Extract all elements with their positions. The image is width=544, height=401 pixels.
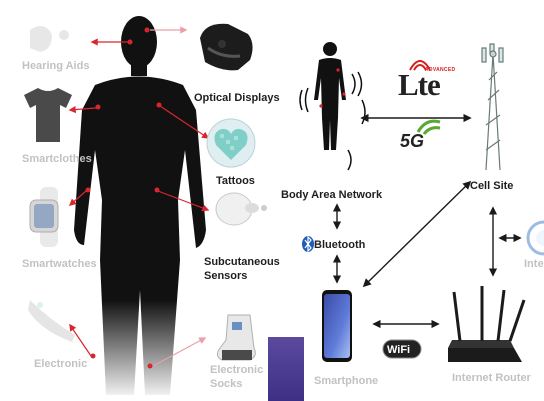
smartwatch-icon: [29, 187, 59, 247]
optical-display-icon: [200, 23, 253, 71]
body-area-network-figure: [299, 42, 366, 171]
label-subcutaneous-line1: Subcutaneous: [204, 256, 280, 268]
label-smartclothes: Smartclothes: [22, 153, 92, 165]
wifi-badge-icon: [382, 339, 422, 359]
label-electronic-socks-line1: Electronic: [210, 364, 264, 376]
lte-wave-icon: [409, 60, 431, 71]
five-g-logo: 5G: [400, 131, 425, 151]
label-body-area-network: Body Area Network: [281, 189, 383, 201]
label-smartphone: Smartphone: [314, 375, 379, 387]
electronic-footwear-icon: [28, 300, 75, 342]
label-smartwatches: Smartwatches: [22, 258, 97, 270]
hearing-aid-icon: [30, 26, 69, 52]
smartphone-icon: [322, 290, 352, 362]
purple-overlay-block: [268, 337, 304, 401]
label-internet-router: Internet Router: [452, 372, 531, 384]
internet-icon: [526, 220, 544, 256]
cell-tower-icon: [481, 43, 504, 171]
label-electronic-socks-line2: Socks: [210, 378, 243, 390]
label-internet-partial: Inte: [524, 258, 544, 270]
lte-logo: Lte: [398, 67, 441, 102]
smartclothes-icon: [24, 88, 72, 142]
lte-advanced-label: ADVANCED: [425, 67, 456, 73]
electronic-sock-icon: [216, 314, 256, 361]
sensor-points: [85, 27, 162, 369]
internet-router-icon: [448, 286, 526, 362]
subcutaneous-sensor-icon: [215, 192, 267, 226]
wifi-label: WiFi: [387, 344, 411, 356]
label-tattoos: Tattoos: [216, 175, 255, 187]
tattoo-icon: [206, 118, 256, 168]
bluetooth-icon: [302, 235, 314, 253]
label-electronic-footwear: Electronic: [34, 358, 88, 370]
label-hearing-aids: Hearing Aids: [22, 60, 90, 72]
label-optical-displays: Optical Displays: [194, 92, 280, 104]
wearable-connectors: [68, 26, 210, 367]
label-cell-site: Cell Site: [470, 180, 514, 192]
network-arrows: [332, 113, 522, 329]
bluetooth-label: Bluetooth: [314, 239, 366, 251]
label-subcutaneous-line2: Sensors: [204, 270, 248, 282]
